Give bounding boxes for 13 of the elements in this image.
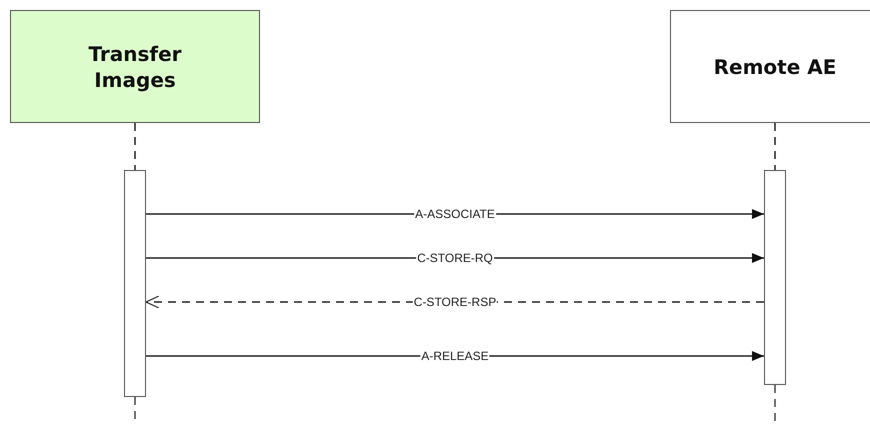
message-label: A-ASSOCIATE — [414, 207, 496, 221]
lifeline — [774, 123, 776, 170]
message-arrow — [146, 351, 764, 361]
participant-box — [670, 10, 870, 123]
activation-bar — [764, 170, 786, 385]
activation-bar — [124, 170, 146, 397]
participant-box — [10, 10, 260, 123]
participant-name: Remote AE — [714, 54, 836, 80]
participant-name: Transfer Images — [87, 40, 183, 92]
lifeline — [134, 123, 136, 170]
message-label: A-RELEASE — [420, 349, 490, 363]
message-label: C-STORE-RSP — [412, 295, 498, 309]
message-label: C-STORE-RQ — [416, 251, 494, 265]
